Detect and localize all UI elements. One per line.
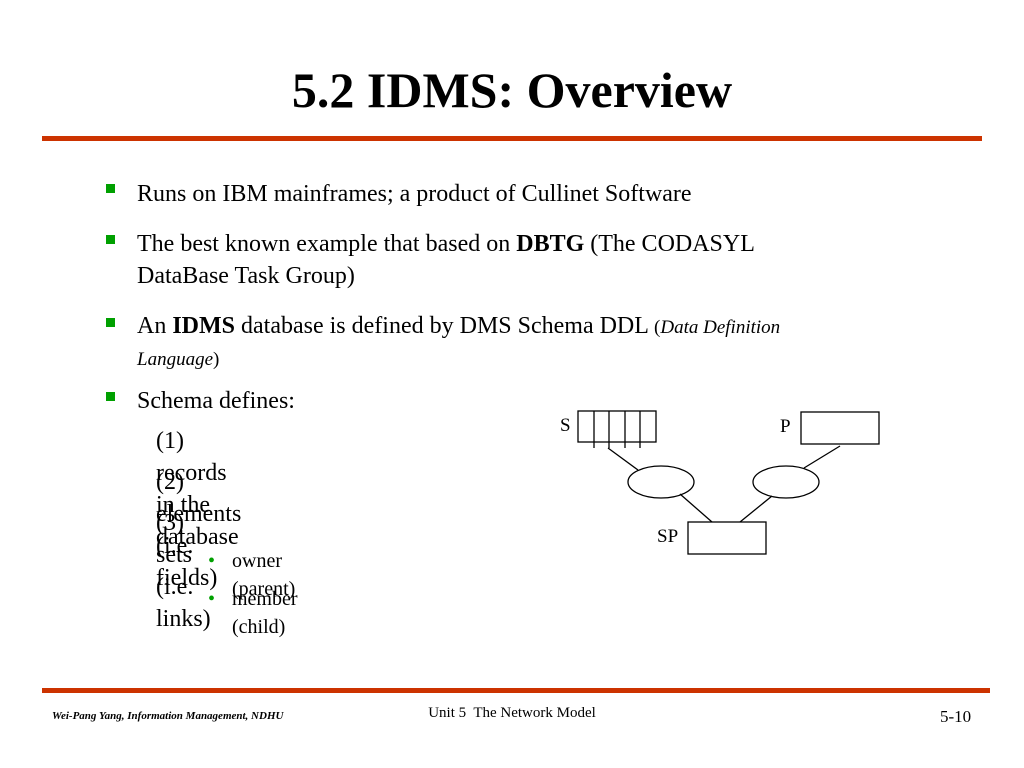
footer-author: Wei-Pang Yang, Information Management, N… bbox=[52, 710, 284, 722]
record-sp-label: SP bbox=[657, 526, 679, 547]
record-sp-box bbox=[687, 521, 767, 555]
bullet-text: database is defined by DMS Schema DDL bbox=[235, 313, 655, 339]
sub-sub-item: owner (parent) bbox=[232, 550, 296, 600]
set-p-sp-ellipse bbox=[752, 465, 820, 499]
bullet-bold-text: DBTG bbox=[516, 231, 585, 257]
square-bullet-icon bbox=[106, 235, 115, 244]
bullet-italic-text: Language bbox=[137, 349, 213, 370]
sub-sub-item: member (child) bbox=[232, 588, 298, 638]
bullet-item: Runs on IBM mainframes; a product of Cul… bbox=[137, 178, 917, 210]
connector-line bbox=[803, 445, 841, 469]
footer-unit-title: Unit 5 The Network Model bbox=[428, 705, 596, 721]
sub-item: (1) records in the database bbox=[156, 428, 239, 550]
bullet-item: The best known example that based on DBT… bbox=[137, 228, 917, 292]
record-p-box bbox=[800, 411, 880, 445]
bullet-text: DataBase Task Group) bbox=[137, 263, 355, 289]
footer-divider bbox=[42, 688, 990, 693]
page-number: 5-10 bbox=[940, 707, 972, 726]
sub-item: (3) sets (i.e. links) bbox=[156, 510, 211, 632]
bullet-text: ) bbox=[213, 349, 220, 370]
slide-title: 5.2 IDMS: Overview bbox=[291, 62, 733, 118]
connector-line bbox=[679, 493, 713, 523]
bullet-bold-text: IDMS bbox=[172, 313, 236, 339]
record-s-box bbox=[577, 410, 657, 443]
record-p-label: P bbox=[780, 416, 791, 437]
bullet-text: An bbox=[137, 313, 173, 339]
dot-bullet-icon: • bbox=[208, 588, 216, 610]
square-bullet-icon bbox=[106, 318, 115, 327]
record-s-label: S bbox=[560, 415, 571, 436]
bullet-item: An IDMS database is defined by DMS Schem… bbox=[137, 311, 917, 375]
square-bullet-icon bbox=[106, 184, 115, 193]
sub-item: (2) elements (i.e. fields) bbox=[156, 469, 242, 591]
dot-bullet-icon: • bbox=[208, 550, 216, 572]
title-divider bbox=[42, 136, 982, 141]
connector-line bbox=[607, 447, 639, 471]
bullet-italic-text: Data Definition bbox=[660, 317, 781, 338]
set-s-sp-ellipse bbox=[627, 465, 695, 499]
bullet-item: Schema defines: bbox=[137, 385, 917, 417]
bullet-text: ( bbox=[654, 317, 661, 338]
bullet-text: The best known example that based on bbox=[137, 231, 517, 257]
square-bullet-icon bbox=[106, 392, 115, 401]
bullet-text: Runs on IBM mainframes; a product of Cul… bbox=[137, 181, 692, 207]
bullet-text: Schema defines: bbox=[137, 388, 295, 414]
bullet-text: (The CODASYL bbox=[584, 231, 755, 257]
connector-line bbox=[739, 495, 773, 523]
